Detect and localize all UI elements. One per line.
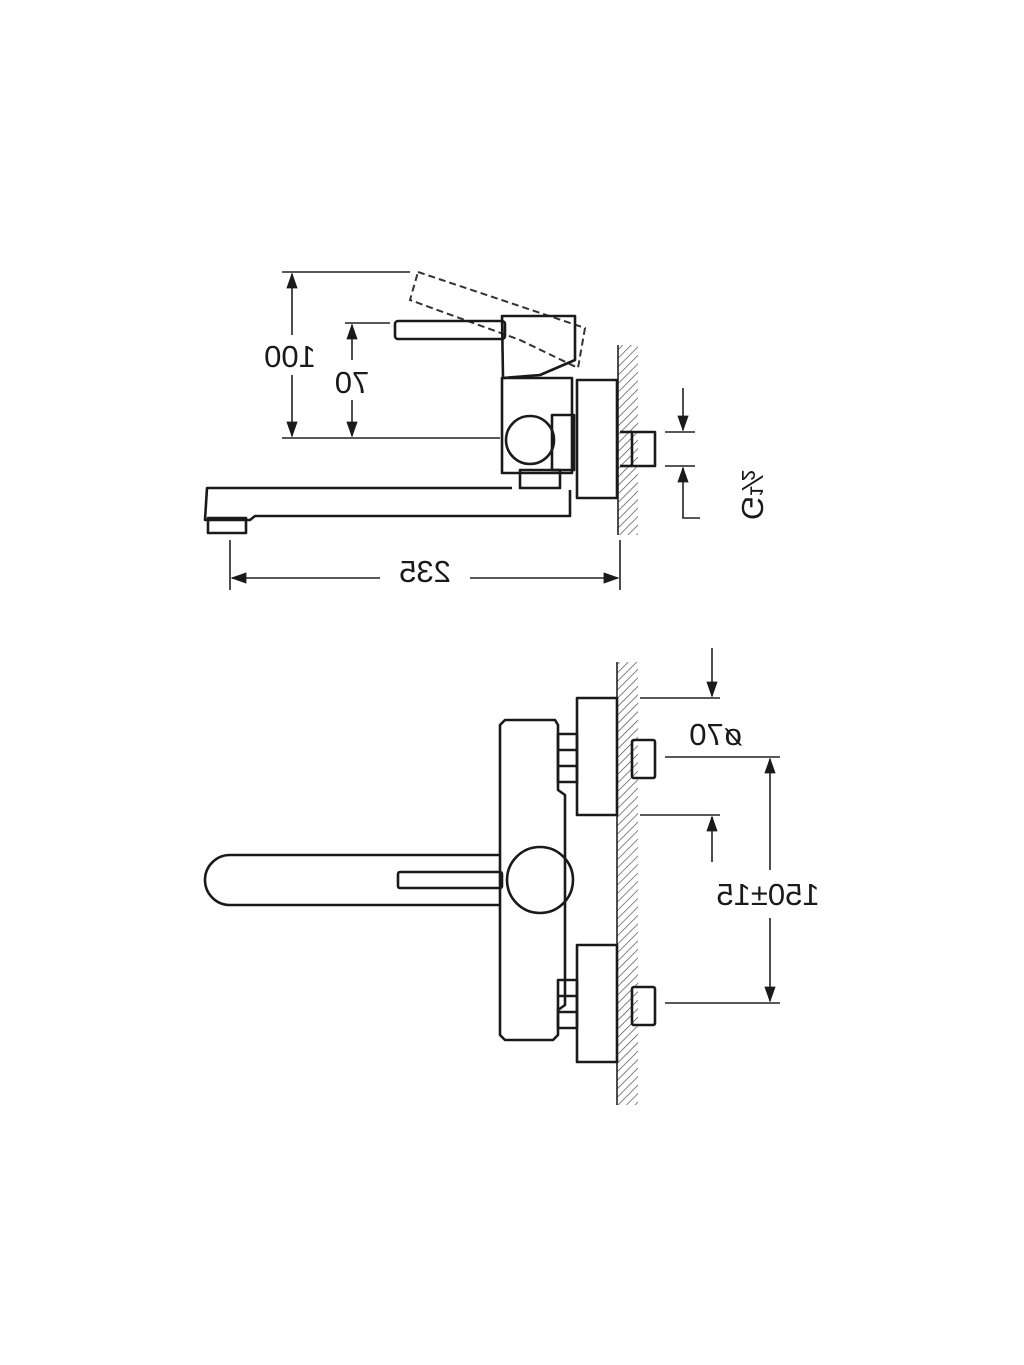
mixer-body-front bbox=[498, 718, 567, 1042]
dashed-raised-lever bbox=[408, 270, 587, 370]
handle-knob bbox=[505, 845, 575, 915]
dim-centre-distance: 150±15 bbox=[716, 877, 819, 912]
wall-plate bbox=[575, 378, 619, 500]
lever bbox=[393, 319, 507, 341]
handle-head bbox=[500, 314, 577, 380]
spout bbox=[203, 486, 572, 522]
wall-hatch bbox=[617, 662, 638, 1105]
lower-wall-plate bbox=[575, 943, 619, 1064]
dim-thread: G½ bbox=[735, 470, 770, 520]
side-view: 100 70 235 G½ bbox=[203, 270, 770, 590]
spout-front bbox=[203, 853, 500, 907]
cartridge-circle bbox=[504, 414, 556, 466]
supply-pipe bbox=[630, 430, 657, 468]
mixer-body bbox=[500, 376, 574, 475]
dim-plate-diameter: ø70 bbox=[689, 717, 742, 752]
wall-hatch bbox=[618, 345, 638, 535]
aerator bbox=[206, 516, 248, 535]
front-view: ø70 150±15 bbox=[203, 648, 820, 1105]
dim-lever-height: 70 bbox=[335, 365, 369, 400]
dim-projection: 235 bbox=[399, 554, 451, 589]
upper-wall-plate bbox=[575, 696, 619, 817]
dim-lever-raised: 100 bbox=[264, 339, 316, 374]
